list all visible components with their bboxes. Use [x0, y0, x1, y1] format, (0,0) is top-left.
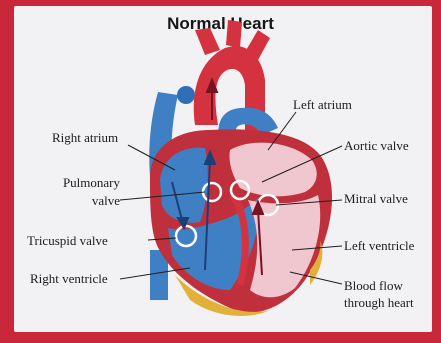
aortic-branch-2	[226, 20, 242, 48]
label-left-atrium: Left atrium	[293, 97, 352, 113]
label-blood-flow-line2: through heart	[344, 295, 414, 311]
label-aortic-valve: Aortic valve	[344, 138, 409, 154]
label-left-ventricle: Left ventricle	[344, 238, 414, 254]
label-pulmonary-valve-line2: valve	[50, 193, 120, 209]
label-right-ventricle: Right ventricle	[30, 271, 108, 287]
label-mitral-valve: Mitral valve	[344, 191, 408, 207]
vena-cava-opening	[177, 86, 195, 104]
label-tricuspid-valve: Tricuspid valve	[27, 233, 108, 249]
aortic-branch-1	[195, 28, 220, 55]
label-blood-flow-line1: Blood flow	[344, 278, 403, 294]
label-pulmonary-valve-line1: Pulmonary	[50, 175, 120, 191]
label-right-atrium: Right atrium	[52, 130, 118, 146]
